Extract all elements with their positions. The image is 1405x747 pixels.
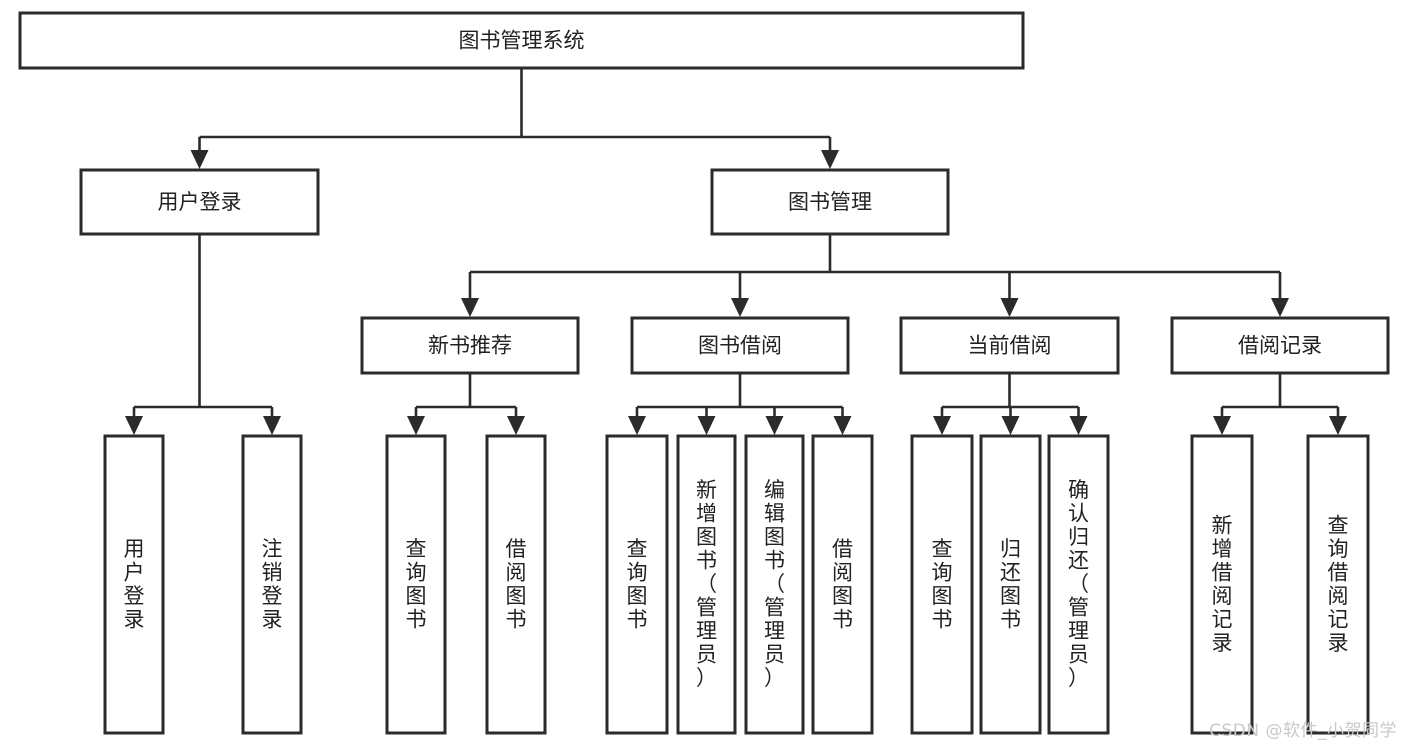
arrow-head-icon	[1329, 416, 1347, 435]
node-leaf_8[interactable]: 查询图书	[910, 434, 974, 735]
node-leaf_10[interactable]: 确认归还（管理员）	[1047, 434, 1110, 735]
arrow-head-icon	[125, 416, 143, 435]
node-label: 查询借阅记录	[1328, 513, 1349, 655]
arrow-head-icon	[190, 150, 209, 169]
node-box	[710, 168, 950, 236]
node-box	[899, 316, 1120, 375]
node-label: 查询图书	[932, 537, 953, 632]
node-box	[18, 11, 1025, 70]
arrow-head-icon	[407, 416, 425, 435]
node-label: 借阅图书	[832, 537, 853, 632]
node-box	[811, 434, 874, 735]
node-label: 用户登录	[124, 537, 145, 632]
node-label: 图书借阅	[698, 334, 782, 358]
node-box	[241, 434, 303, 735]
node-label: 查询图书	[627, 537, 648, 632]
node-leaf_7[interactable]: 借阅图书	[811, 434, 874, 735]
node-leaf_6[interactable]: 编辑图书（管理员）	[744, 434, 805, 735]
node-box	[1170, 316, 1390, 375]
arrow-head-icon	[1069, 416, 1088, 435]
node-label: 确认归还（管理员）	[1068, 478, 1089, 690]
watermark-text: CSDN @软件_小贺同学	[1209, 721, 1397, 741]
arrow-head-icon	[833, 416, 852, 435]
arrow-head-icon	[1271, 298, 1289, 317]
node-box	[605, 434, 669, 735]
node-box	[103, 434, 165, 735]
node-label: 借阅记录	[1238, 334, 1322, 358]
node-label: 用户登录	[158, 190, 242, 214]
node-l2_2[interactable]: 当前借阅	[899, 316, 1120, 375]
node-box	[360, 316, 580, 375]
node-label: 归还图书	[1000, 537, 1021, 632]
node-label: 当前借阅	[968, 334, 1052, 358]
node-l2_3[interactable]: 借阅记录	[1170, 316, 1390, 375]
arrow-head-icon	[507, 416, 525, 435]
arrow-head-icon	[697, 416, 716, 435]
node-label: 借阅图书	[506, 537, 527, 632]
edges-layer	[125, 68, 1347, 435]
node-l2_0[interactable]: 新书推荐	[360, 316, 580, 375]
node-box	[385, 434, 447, 735]
arrow-head-icon	[628, 416, 646, 435]
node-leaf_12[interactable]: 查询借阅记录	[1306, 434, 1370, 735]
arrow-head-icon	[933, 416, 951, 435]
arrow-head-icon	[1213, 416, 1231, 435]
node-leaf_1[interactable]: 注销登录	[241, 434, 303, 735]
node-leaf_11[interactable]: 新增借阅记录	[1190, 434, 1254, 735]
node-leaf_2[interactable]: 查询图书	[385, 434, 447, 735]
arrow-head-icon	[263, 416, 281, 435]
node-box	[1047, 434, 1110, 735]
node-leaf_0[interactable]: 用户登录	[103, 434, 165, 735]
node-l2_1[interactable]: 图书借阅	[630, 316, 850, 375]
arrow-head-icon	[821, 150, 839, 169]
node-label: 图书管理系统	[459, 29, 585, 53]
node-box	[1306, 434, 1370, 735]
node-l1_1[interactable]: 图书管理	[710, 168, 950, 236]
node-label: 新增图书（管理员）	[696, 478, 717, 690]
arrow-head-icon	[731, 298, 749, 317]
node-leaf_9[interactable]: 归还图书	[979, 434, 1042, 735]
arrow-head-icon	[765, 416, 784, 435]
node-label: 图书管理	[788, 190, 872, 214]
arrow-head-icon	[1000, 298, 1019, 317]
node-leaf_5[interactable]: 新增图书（管理员）	[676, 434, 737, 735]
node-label: 查询图书	[406, 537, 427, 632]
node-box	[910, 434, 974, 735]
node-box	[744, 434, 805, 735]
node-label: 注销登录	[262, 537, 283, 632]
node-box	[979, 434, 1042, 735]
node-l1_0[interactable]: 用户登录	[79, 168, 320, 236]
node-label: 编辑图书（管理员）	[764, 478, 785, 690]
node-label: 新增借阅记录	[1212, 513, 1233, 655]
node-box	[485, 434, 547, 735]
node-root[interactable]: 图书管理系统	[18, 11, 1025, 70]
node-box	[676, 434, 737, 735]
node-box	[1190, 434, 1254, 735]
node-leaf_4[interactable]: 查询图书	[605, 434, 669, 735]
node-box	[630, 316, 850, 375]
arrow-head-icon	[1001, 416, 1020, 435]
node-leaf_3[interactable]: 借阅图书	[485, 434, 547, 735]
arrow-head-icon	[461, 298, 479, 317]
node-box	[79, 168, 320, 236]
node-label: 新书推荐	[428, 334, 512, 358]
nodes-layer: 图书管理系统用户登录图书管理新书推荐图书借阅当前借阅借阅记录用户登录注销登录查询…	[18, 11, 1390, 735]
